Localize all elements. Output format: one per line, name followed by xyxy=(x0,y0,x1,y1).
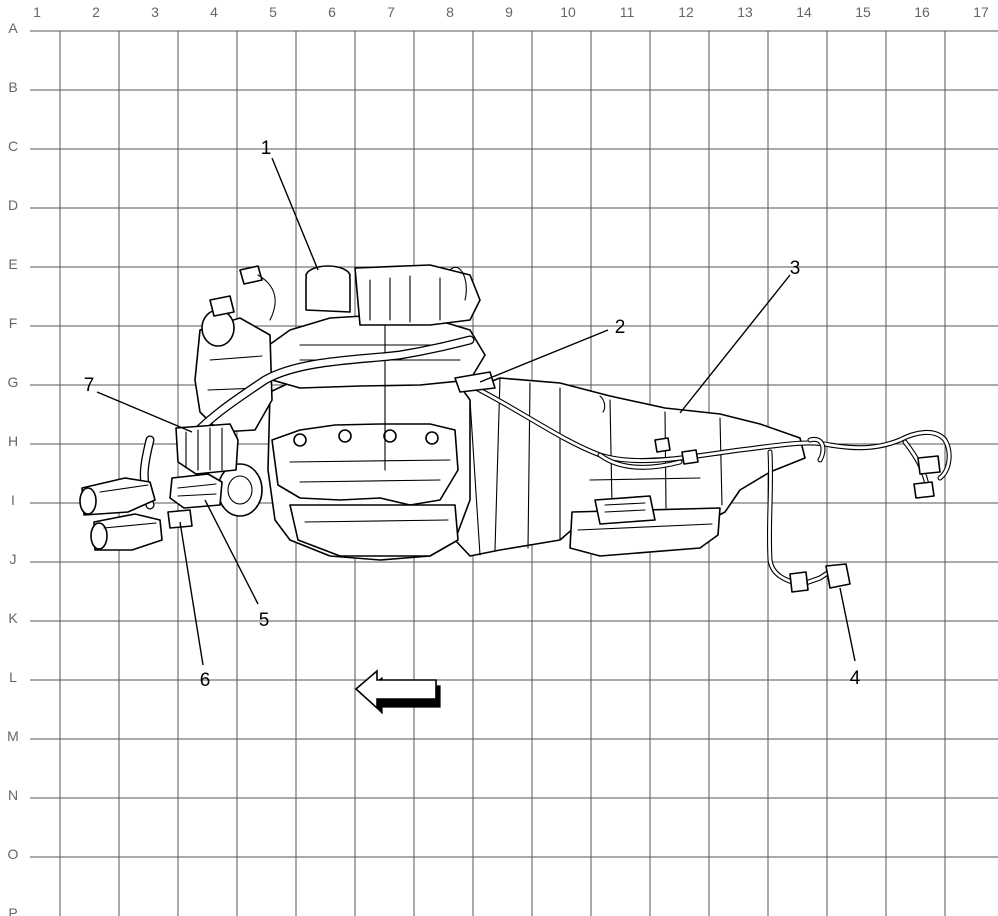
grid-column-label: 9 xyxy=(505,4,513,20)
component-5-sensor xyxy=(169,473,223,509)
callout-5: 5 xyxy=(259,610,270,631)
left-arrow-icon xyxy=(354,669,441,715)
callout-1: 1 xyxy=(261,138,272,159)
grid-column-label: 13 xyxy=(737,4,753,20)
grid-row-label: D xyxy=(8,197,18,213)
exhaust-outlet-upper xyxy=(81,477,156,516)
grid-column-label: 3 xyxy=(151,4,159,20)
callout-labels: 1 2 3 4 5 6 7 xyxy=(84,138,861,691)
callout-2: 2 xyxy=(615,317,626,338)
grid-row-label: H xyxy=(8,433,18,449)
callout-7: 7 xyxy=(84,375,95,396)
grid-row-label: K xyxy=(8,610,18,626)
grid-column-label: 1 xyxy=(33,4,41,20)
component-7-module xyxy=(175,423,239,475)
exhaust-outlet-lower xyxy=(93,513,163,551)
grid-column-label: 6 xyxy=(328,4,336,20)
leader-line-4 xyxy=(839,587,856,662)
grid-row-label: J xyxy=(10,551,17,567)
grid-row-label: O xyxy=(8,846,19,862)
grid-row-label: A xyxy=(8,20,18,36)
front-accessories xyxy=(194,317,273,433)
grid-row-label: B xyxy=(8,79,17,95)
component-4-connector xyxy=(825,563,851,589)
grid-column-label: 5 xyxy=(269,4,277,20)
grid-row-labels: A B C D E F G H I J K L M N O P xyxy=(7,20,19,916)
grid-column-label: 4 xyxy=(210,4,218,20)
grid-column-label: 2 xyxy=(92,4,100,20)
grid-column-label: 16 xyxy=(914,4,930,20)
grid-column-label: 7 xyxy=(387,4,395,20)
grid-column-label: 17 xyxy=(973,4,989,20)
leader-line-5 xyxy=(204,499,259,605)
harness-connector-far xyxy=(913,481,935,499)
grid-column-label: 14 xyxy=(796,4,812,20)
grid-column-label: 11 xyxy=(620,4,635,20)
grid-row-label: N xyxy=(8,787,18,803)
grid-row-label: P xyxy=(8,905,17,916)
engine-oil-pan xyxy=(289,504,459,557)
leader-line-1 xyxy=(271,157,319,271)
intake-manifold xyxy=(261,314,486,389)
callout-3: 3 xyxy=(790,258,801,279)
grid-column-label: 15 xyxy=(855,4,871,20)
grid-row-label: C xyxy=(8,138,18,154)
exhaust-manifold xyxy=(271,423,459,506)
callout-4: 4 xyxy=(850,668,861,689)
engine-transmission-illustration xyxy=(79,264,952,593)
component-6-connector xyxy=(167,509,193,529)
leader-line-2 xyxy=(479,329,609,383)
grid-row-label: M xyxy=(7,728,19,744)
leader-line-7 xyxy=(96,391,193,433)
grid-column-label: 10 xyxy=(560,4,576,20)
grid-row-label: E xyxy=(8,256,17,272)
grid-column-label: 12 xyxy=(678,4,694,20)
grid-row-label: L xyxy=(9,669,17,685)
grid-column-label: 8 xyxy=(446,4,454,20)
callout-6: 6 xyxy=(200,670,211,691)
leader-line-6 xyxy=(179,521,204,666)
callout-leaders xyxy=(96,157,856,666)
harness-connector-right xyxy=(917,455,941,475)
grid-row-label: F xyxy=(9,315,18,331)
leader-line-3 xyxy=(679,274,791,414)
grid-row-label: G xyxy=(8,374,19,390)
grid-row-label: I xyxy=(11,492,15,508)
